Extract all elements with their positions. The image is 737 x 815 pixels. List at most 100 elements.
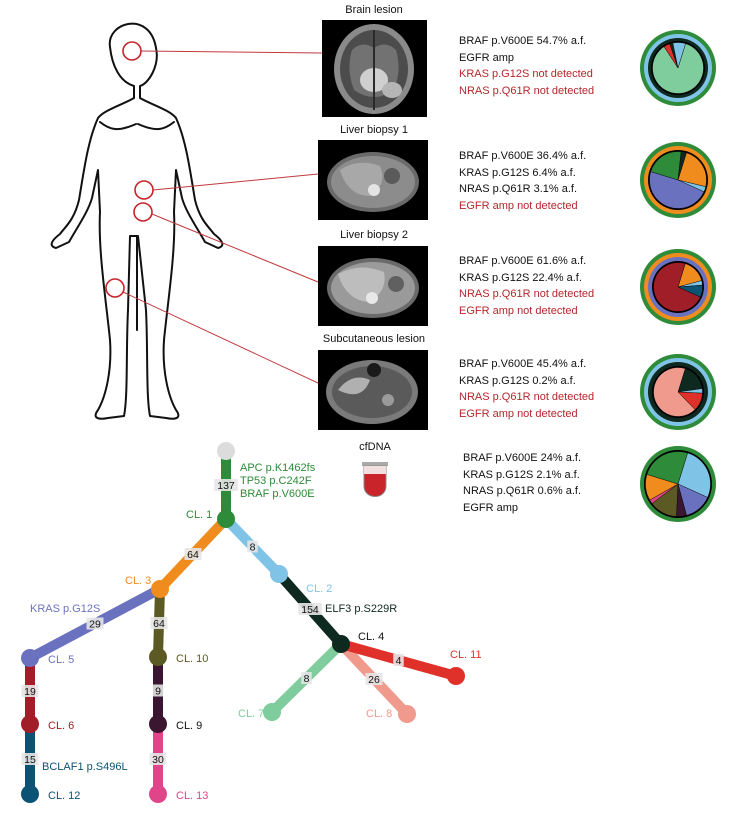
edge-mutation-count: 4 bbox=[396, 655, 402, 667]
clone-label-cl7: CL. 7 bbox=[238, 708, 264, 720]
mutation-line: NRAS p.Q61R 3.1% a.f. bbox=[459, 183, 577, 195]
clone-pie-subcutaneous bbox=[640, 354, 716, 430]
pie-slice-8 bbox=[653, 367, 696, 417]
brain-mutation-list: BRAF p.V600E 54.7% a.f. EGFR amp KRAS p.… bbox=[459, 33, 594, 99]
connector-liver-1 bbox=[152, 173, 319, 191]
edge-mutation-count: 8 bbox=[304, 673, 310, 685]
tree-node-cl3[interactable] bbox=[151, 580, 169, 598]
mutation-line-negative: KRAS p.G12S not detected bbox=[459, 68, 593, 80]
mutation-line: NRAS p.Q61R 0.6% a.f. bbox=[463, 485, 581, 497]
mutation-line: BRAF p.V600E 45.4% a.f. bbox=[459, 358, 587, 370]
subcutaneous-mri-image bbox=[318, 350, 428, 430]
edge-driver-mutation: ELF3 p.S229R bbox=[325, 603, 397, 615]
sample-title-cfdna: cfDNA bbox=[359, 441, 391, 453]
tree-node-cl9[interactable] bbox=[149, 715, 167, 733]
edge-mutation-count: 64 bbox=[187, 549, 199, 561]
pie-slice-1 bbox=[646, 451, 688, 485]
clone-pie-brain bbox=[640, 30, 716, 106]
tree-node-cl11[interactable] bbox=[447, 667, 465, 685]
clone-label-cl2: CL. 2 bbox=[306, 583, 332, 595]
edge-driver-mutation: KRAS p.G12S bbox=[30, 603, 100, 615]
liver-biopsy-2-marker[interactable] bbox=[133, 202, 153, 222]
edge-count-bg bbox=[152, 684, 164, 697]
tree-nodes bbox=[21, 442, 465, 803]
mutation-line: BRAF p.V600E 24% a.f. bbox=[463, 452, 582, 464]
edge-driver-mutation: BCLAF1 p.S496L bbox=[42, 761, 128, 773]
connector-liver-2 bbox=[151, 213, 319, 283]
sample-title-liver-1: Liver biopsy 1 bbox=[340, 124, 408, 136]
clone-label-cl8: CL. 8 bbox=[366, 708, 392, 720]
tree-node-cl13[interactable] bbox=[149, 785, 167, 803]
mutation-line-negative: EGFR amp not detected bbox=[459, 304, 578, 317]
tree-node-cl7[interactable] bbox=[263, 703, 281, 721]
cfdna-mutation-list: BRAF p.V600E 24% a.f. KRAS p.G12S 2.1% a… bbox=[463, 450, 581, 516]
tree-node-cl10[interactable] bbox=[149, 648, 167, 666]
edge-count-bg bbox=[21, 685, 39, 697]
pie-slice-3 bbox=[677, 152, 707, 187]
edge-mutation-count: 29 bbox=[89, 619, 101, 631]
human-body-outline bbox=[50, 22, 224, 420]
clone-label-cl12: CL. 12 bbox=[48, 790, 80, 802]
tree-node-cl4[interactable] bbox=[332, 635, 350, 653]
sample-title-brain: Brain lesion bbox=[345, 4, 403, 16]
clone-label-cl5: CL. 5 bbox=[48, 654, 74, 666]
pie-slice-1 bbox=[650, 151, 682, 181]
subcutaneous-lesion-marker[interactable] bbox=[105, 278, 125, 298]
edge-count-bg bbox=[393, 654, 404, 666]
edge-count-bg bbox=[150, 617, 168, 629]
clone-label-cl4: CL. 4 bbox=[358, 631, 384, 643]
clone-label-cl10: CL. 10 bbox=[176, 653, 208, 665]
edge-driver-mutation: TP53 p.C242F bbox=[240, 475, 312, 487]
edge-count-bg bbox=[247, 540, 258, 553]
tree-node-cl12[interactable] bbox=[21, 785, 39, 803]
clone-label-cl13: CL. 13 bbox=[176, 790, 208, 802]
pie-slice-6 bbox=[653, 262, 701, 312]
edge-driver-mutation: BRAF p.V600E bbox=[240, 488, 315, 500]
tree-node-cl2[interactable] bbox=[270, 565, 288, 583]
mutation-line-negative: EGFR amp not detected bbox=[459, 199, 578, 212]
mutation-line-negative: NRAS p.Q61R not detected bbox=[459, 391, 595, 403]
edge-count-bg bbox=[86, 617, 104, 630]
clone-pie-liver-2 bbox=[640, 249, 716, 325]
mutation-line: KRAS p.G12S 6.4% a.f. bbox=[459, 166, 576, 179]
tree-node-cl8[interactable] bbox=[398, 705, 416, 723]
edge-mutation-count: 30 bbox=[152, 754, 164, 766]
edge-mutation-count: 64 bbox=[153, 618, 165, 630]
sample-title-subcutaneous: Subcutaneous lesion bbox=[322, 333, 426, 345]
edge-mutation-count: 26 bbox=[368, 674, 380, 686]
connector-brain bbox=[140, 50, 323, 54]
edge-count-bg bbox=[184, 548, 202, 560]
edge-mutation-count: 9 bbox=[155, 686, 161, 698]
clone-label-cl11: CL. 11 bbox=[450, 649, 482, 661]
pie-slice-5 bbox=[649, 171, 705, 209]
edge-count-bg bbox=[149, 753, 167, 765]
tree-node-cl1[interactable] bbox=[217, 510, 235, 528]
connector-subcutaneous bbox=[122, 291, 319, 384]
edge-count-bg bbox=[21, 753, 39, 765]
edge-mutation-count: 154 bbox=[301, 604, 319, 616]
sample-title-liver-2: Liver biopsy 2 bbox=[340, 229, 408, 241]
pie-slice-2 bbox=[677, 452, 711, 498]
pie-slice-7 bbox=[652, 43, 704, 94]
liver-ct-1-image bbox=[318, 140, 428, 220]
cfdna-tube-icon bbox=[362, 462, 388, 497]
mutation-line: KRAS p.G12S 22.4% a.f. bbox=[459, 271, 582, 284]
clone-pie-cfdna bbox=[640, 446, 716, 522]
mutation-line: BRAF p.V600E 54.7% a.f. bbox=[459, 35, 587, 47]
edge-mutation-count: 15 bbox=[24, 754, 36, 766]
connector-lines bbox=[122, 50, 323, 384]
liver-2-mutation-list: BRAF p.V600E 61.6% a.f. KRAS p.G12S 22.4… bbox=[459, 253, 594, 319]
tree-node-root[interactable] bbox=[217, 442, 235, 460]
clone-label-cl9: CL. 9 bbox=[176, 720, 202, 732]
edge-count-bg bbox=[301, 672, 312, 684]
edge-mutation-count: 8 bbox=[250, 542, 256, 554]
mutation-line: BRAF p.V600E 36.4% a.f. bbox=[459, 150, 587, 162]
tree-node-cl6[interactable] bbox=[21, 715, 39, 733]
mutation-line-negative: EGFR amp not detected bbox=[459, 407, 578, 420]
tree-node-cl5[interactable] bbox=[21, 649, 39, 667]
edge-mutation-count: 137 bbox=[217, 480, 235, 492]
clone-label-cl3: CL. 3 bbox=[125, 575, 151, 587]
